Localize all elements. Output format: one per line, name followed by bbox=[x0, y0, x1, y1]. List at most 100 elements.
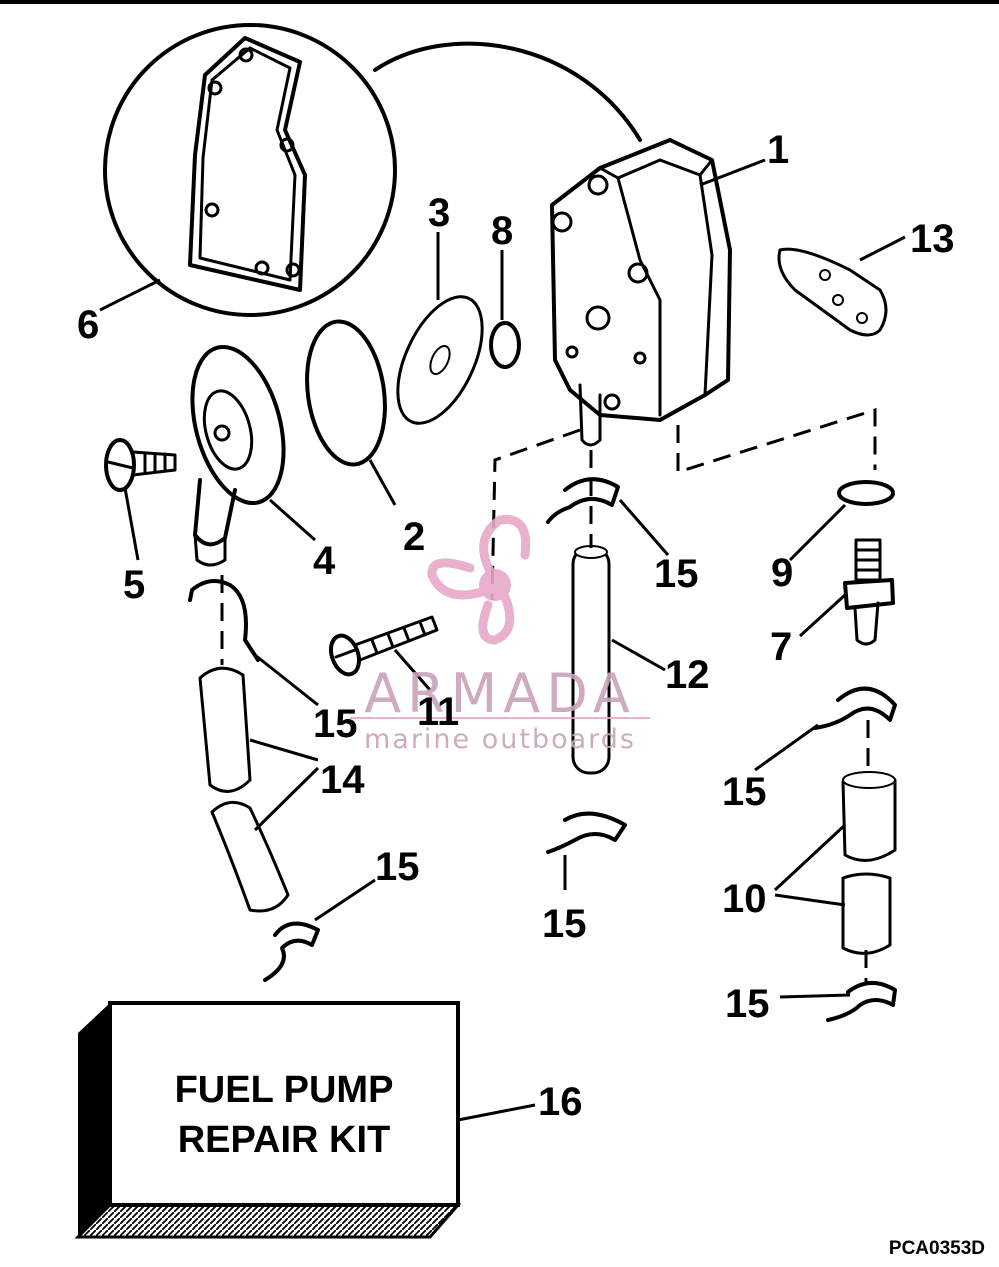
screw-11-head bbox=[328, 633, 362, 677]
fitting-7-ridges bbox=[856, 548, 880, 572]
callout-8: 8 bbox=[491, 209, 513, 253]
screw-5-head bbox=[104, 438, 136, 492]
gasket-hole bbox=[254, 260, 270, 276]
part-code-label: PCA0353D bbox=[889, 1238, 985, 1259]
hose-14-lower bbox=[210, 800, 290, 913]
filter-screen-3 bbox=[396, 295, 484, 425]
leader-lines bbox=[99, 158, 906, 1122]
watermark-tagline: marine outboards bbox=[364, 724, 636, 755]
leader-13 bbox=[859, 235, 906, 262]
callout-15: 15 bbox=[542, 902, 587, 946]
callout-12: 12 bbox=[665, 653, 710, 697]
callout-10: 10 bbox=[722, 877, 767, 921]
kit-box-face bbox=[108, 1001, 460, 1207]
screw-11 bbox=[328, 615, 439, 677]
screw-11-threads bbox=[370, 620, 427, 655]
kit-label-line2: REPAIR KIT bbox=[178, 1119, 391, 1161]
filter-cover-boss bbox=[202, 389, 254, 471]
callout-14: 14 bbox=[320, 758, 365, 802]
clamp-c bbox=[263, 921, 320, 982]
hose-14-upper bbox=[198, 666, 252, 793]
callout-13: 13 bbox=[910, 217, 955, 261]
pump-screw bbox=[603, 393, 621, 411]
leader-15a bbox=[618, 499, 670, 556]
fitting-7-tail bbox=[853, 601, 880, 646]
filter-cover-disc bbox=[190, 344, 286, 506]
dash-line-b bbox=[676, 407, 877, 475]
screw-5-slot bbox=[106, 460, 135, 470]
gasket-hole bbox=[285, 262, 301, 278]
watermark-brand: ARMADA bbox=[364, 662, 636, 725]
pump-screw bbox=[587, 174, 609, 196]
gasket-hole bbox=[207, 80, 223, 96]
plate-hole bbox=[832, 294, 844, 306]
leader-15f bbox=[779, 993, 851, 999]
pump-seam-b bbox=[698, 173, 714, 397]
leader-16 bbox=[457, 1103, 536, 1122]
callout-7: 7 bbox=[770, 625, 792, 669]
clamp-a bbox=[546, 477, 620, 524]
screw-5-threads bbox=[143, 451, 167, 475]
leader-15e bbox=[754, 723, 819, 772]
plate-hole bbox=[856, 312, 868, 324]
repair-kit-box-16: FUEL PUMP REPAIR KIT 16 bbox=[74, 1001, 583, 1239]
pump-screw bbox=[551, 211, 573, 233]
filter-cover-4 bbox=[190, 344, 286, 567]
leader-4 bbox=[269, 498, 316, 542]
kit-label-line1: FUEL PUMP bbox=[175, 1069, 394, 1111]
filter-cover-screw-hole bbox=[213, 424, 231, 442]
gasket-hole bbox=[204, 202, 220, 218]
plate-13-outline bbox=[777, 247, 888, 337]
callout-3: 3 bbox=[428, 191, 450, 235]
leader-6 bbox=[99, 278, 161, 312]
gasket-hole bbox=[279, 137, 295, 153]
o-ring-9 bbox=[837, 480, 895, 506]
filter-cover-nipple-end bbox=[193, 533, 227, 567]
o-ring-8 bbox=[489, 321, 521, 369]
pump-screw bbox=[627, 262, 649, 284]
gasket-plate-13 bbox=[777, 247, 888, 337]
leader-11 bbox=[393, 649, 432, 691]
filter-element-10-lower bbox=[841, 872, 892, 955]
gasket-outline bbox=[188, 36, 307, 292]
gasket-hole bbox=[238, 47, 254, 63]
pump-port bbox=[585, 305, 611, 331]
leader-15b bbox=[254, 653, 319, 707]
fitting-7 bbox=[843, 538, 895, 646]
propeller-blade bbox=[478, 587, 515, 645]
propeller-blade bbox=[479, 514, 531, 585]
callout-11: 11 bbox=[417, 690, 459, 734]
callout-1: 1 bbox=[767, 128, 789, 172]
leader-7 bbox=[798, 593, 847, 638]
kit-box-side bbox=[78, 1003, 110, 1237]
callout-6: 6 bbox=[77, 303, 99, 347]
pump-hole bbox=[565, 345, 579, 359]
callout-15: 15 bbox=[654, 552, 699, 596]
armada-watermark: ARMADA marine outboards bbox=[350, 514, 650, 755]
leader-9 bbox=[788, 503, 847, 562]
leader-2 bbox=[368, 459, 397, 506]
screw-5 bbox=[104, 438, 177, 492]
leader-12 bbox=[611, 638, 666, 672]
propeller-blade bbox=[427, 558, 493, 600]
leader-1 bbox=[699, 158, 766, 187]
callout-2: 2 bbox=[403, 515, 425, 559]
callout-15: 15 bbox=[313, 702, 358, 746]
fitting-7-hex bbox=[843, 578, 895, 610]
clamp-f bbox=[826, 981, 897, 1022]
assembly-lines bbox=[220, 407, 877, 985]
dash-line-a bbox=[490, 428, 581, 601]
magnify-circle bbox=[103, 23, 397, 317]
kit-box-bottom bbox=[74, 1203, 462, 1239]
pump-hole bbox=[633, 351, 647, 365]
leader-5 bbox=[123, 487, 140, 561]
callout-labels: 1 2 3 4 5 6 7 8 9 10 11 12 13 14 15 15 1… bbox=[77, 128, 955, 1026]
clamp-d bbox=[546, 811, 627, 854]
callout-4: 4 bbox=[313, 539, 336, 583]
clamp-e bbox=[813, 686, 897, 730]
pump-housing bbox=[550, 138, 732, 422]
propeller-logo bbox=[427, 514, 531, 645]
callout-16: 16 bbox=[538, 1080, 583, 1124]
leader-10 bbox=[773, 823, 847, 907]
leader-15c bbox=[314, 878, 376, 922]
